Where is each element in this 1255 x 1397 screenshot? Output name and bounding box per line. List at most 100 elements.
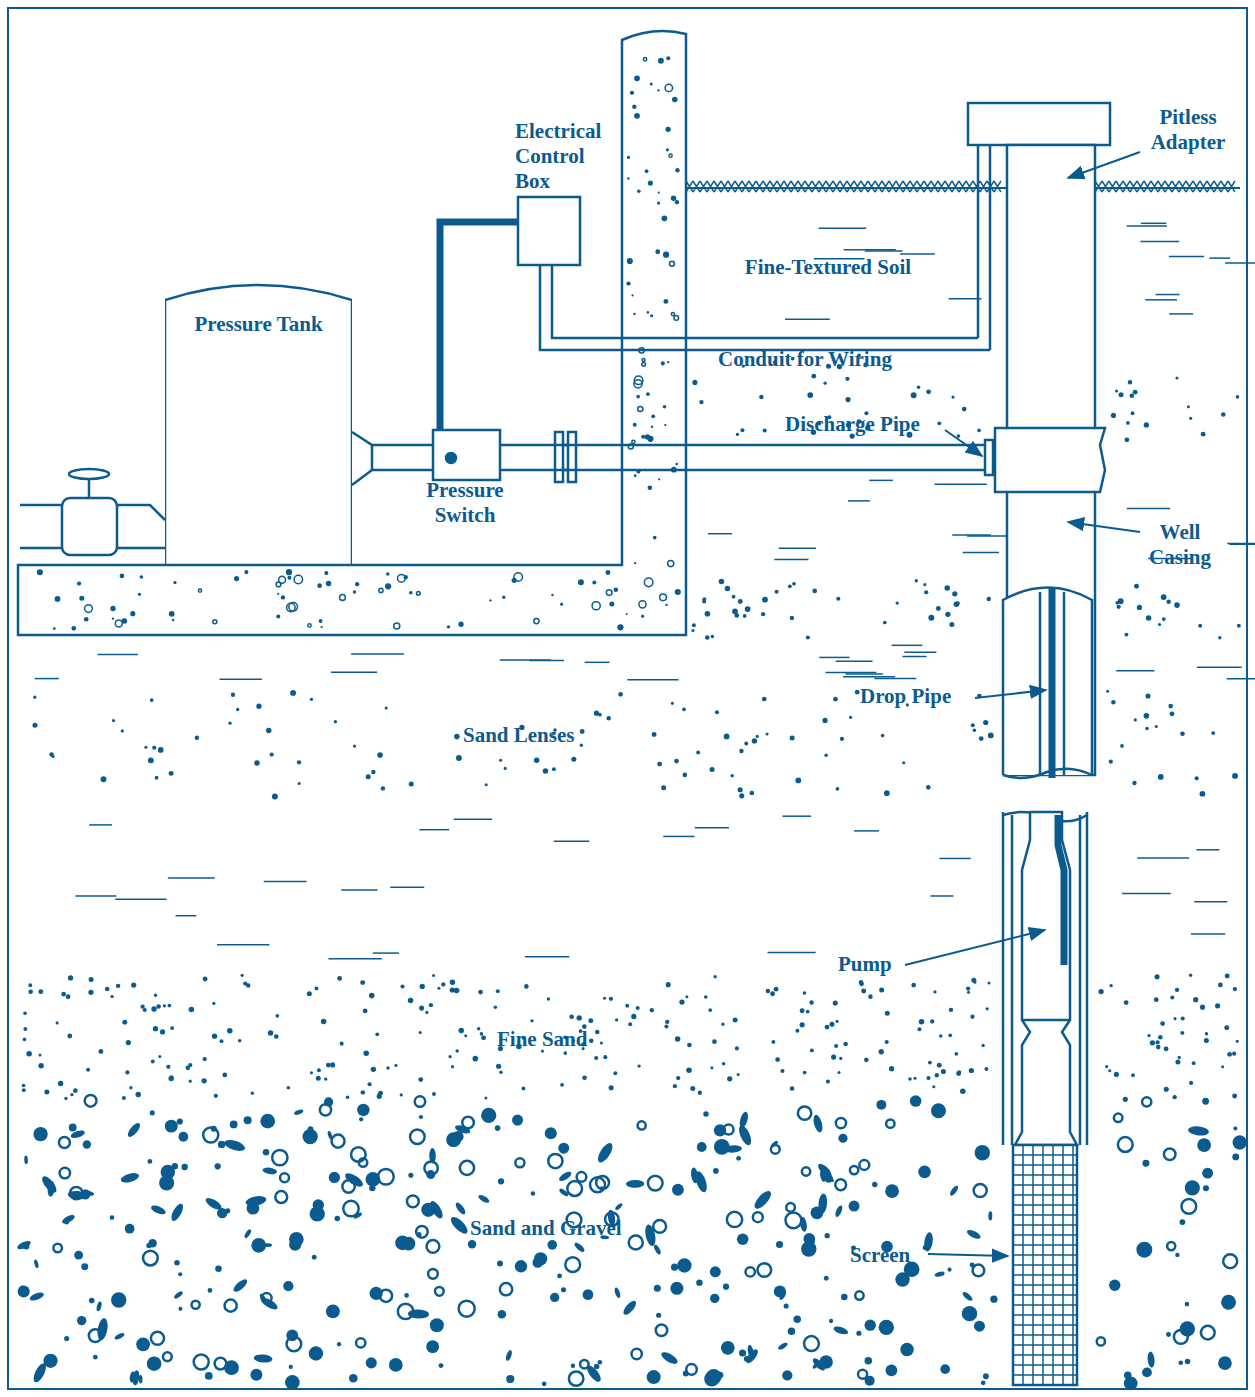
gravel xyxy=(59,1137,70,1148)
sand-grain xyxy=(227,1028,233,1034)
sand-grain xyxy=(478,990,483,995)
ground-hatch xyxy=(721,181,728,192)
aggregate xyxy=(667,361,669,363)
clay-mark xyxy=(627,679,678,681)
sand-grain xyxy=(143,1008,147,1012)
sand-grain xyxy=(419,1031,422,1034)
ground-hatch xyxy=(1137,181,1144,192)
sand-grain xyxy=(738,599,743,604)
gravel xyxy=(253,1354,272,1364)
aggregate xyxy=(614,588,619,593)
sand-grain xyxy=(861,988,866,993)
ground-hatch xyxy=(875,181,882,192)
sand-grain xyxy=(971,723,975,727)
aggregate xyxy=(386,572,390,576)
gravel xyxy=(771,1145,780,1154)
sand-grain xyxy=(723,1284,729,1290)
aggregate xyxy=(663,405,666,408)
sand-grain xyxy=(151,1006,156,1011)
clay-mark xyxy=(1140,241,1179,243)
clay-mark xyxy=(785,318,830,320)
clay-mark xyxy=(220,679,262,681)
aggregate xyxy=(502,596,505,599)
sand-grain xyxy=(275,1014,279,1018)
sand-grain xyxy=(169,771,174,776)
gravel xyxy=(934,1271,945,1278)
sand-grain xyxy=(628,1022,632,1026)
sand-grain xyxy=(679,999,684,1004)
sand-grain xyxy=(480,1032,484,1036)
sand-grain xyxy=(710,1066,713,1069)
sand-grain xyxy=(522,1087,526,1091)
sand-grain xyxy=(155,776,159,780)
aggregate xyxy=(286,569,292,575)
sand-grain xyxy=(752,738,757,743)
sand-grain xyxy=(1218,1356,1232,1370)
sand-grain xyxy=(455,1049,458,1052)
sand-grain xyxy=(195,736,199,740)
sand-grain xyxy=(1178,1056,1181,1059)
gravel xyxy=(459,1301,475,1317)
sand-grain xyxy=(1185,1302,1190,1307)
sand-grain xyxy=(340,1042,344,1046)
sand-grain xyxy=(215,1265,222,1272)
gravel xyxy=(886,1119,894,1127)
gravel xyxy=(24,1155,28,1164)
sand-grain xyxy=(1166,600,1170,604)
aggregate xyxy=(643,58,646,61)
sand-grain xyxy=(721,1341,735,1355)
ground-hatch xyxy=(1207,181,1214,192)
sand-grain xyxy=(552,767,556,771)
sand-grain xyxy=(534,757,540,763)
sand-grain xyxy=(981,1044,984,1047)
sand-grain xyxy=(495,1125,501,1131)
gravel xyxy=(643,1223,657,1247)
sand-grain xyxy=(692,380,697,385)
gravel xyxy=(415,1096,425,1106)
sand-grain xyxy=(710,1266,721,1277)
aggregate xyxy=(592,581,596,585)
leader-line xyxy=(945,430,982,456)
sand-grain xyxy=(378,1091,383,1096)
aggregate xyxy=(665,84,672,91)
sand-grain xyxy=(324,1077,327,1080)
aggregate xyxy=(398,574,406,582)
sand-grain xyxy=(1173,1095,1177,1099)
aggregate xyxy=(648,485,653,490)
sand-grain xyxy=(73,1088,78,1093)
sand-grain xyxy=(812,589,817,594)
sand-grain xyxy=(1105,1065,1108,1068)
sand-grain xyxy=(788,1328,795,1335)
sand-grain xyxy=(1134,718,1137,721)
aggregate xyxy=(319,619,323,623)
clay-mark xyxy=(1194,901,1227,903)
gravel xyxy=(966,1228,982,1241)
gravel xyxy=(648,1176,663,1191)
sand-grain xyxy=(939,1034,943,1038)
sand-grain xyxy=(456,755,462,761)
gravel xyxy=(565,1257,580,1272)
sand-grain xyxy=(740,428,744,432)
sand-grain xyxy=(865,1319,876,1330)
sand-grain xyxy=(594,1364,599,1369)
clay-mark xyxy=(1127,508,1170,510)
clay-mark xyxy=(900,253,935,255)
gravel xyxy=(29,1291,45,1302)
gravel xyxy=(53,1244,62,1253)
sand-grain xyxy=(244,1116,252,1124)
sand-grain xyxy=(1109,984,1112,987)
part-label: Sand and Gravel xyxy=(470,1216,670,1241)
sand-grain xyxy=(369,1185,375,1191)
gravel xyxy=(1187,1181,1193,1191)
sand-grain xyxy=(676,1076,680,1080)
sand-grain xyxy=(316,1076,321,1081)
sand-grain xyxy=(504,767,507,770)
sand-grain xyxy=(136,1337,150,1351)
sand-grain xyxy=(212,1002,215,1005)
sand-grain xyxy=(1118,598,1124,604)
sand-grain xyxy=(337,1342,341,1346)
aggregate xyxy=(578,579,584,585)
aggregate xyxy=(55,596,61,602)
sand-grain xyxy=(737,1073,740,1076)
sand-grain xyxy=(557,1274,562,1279)
